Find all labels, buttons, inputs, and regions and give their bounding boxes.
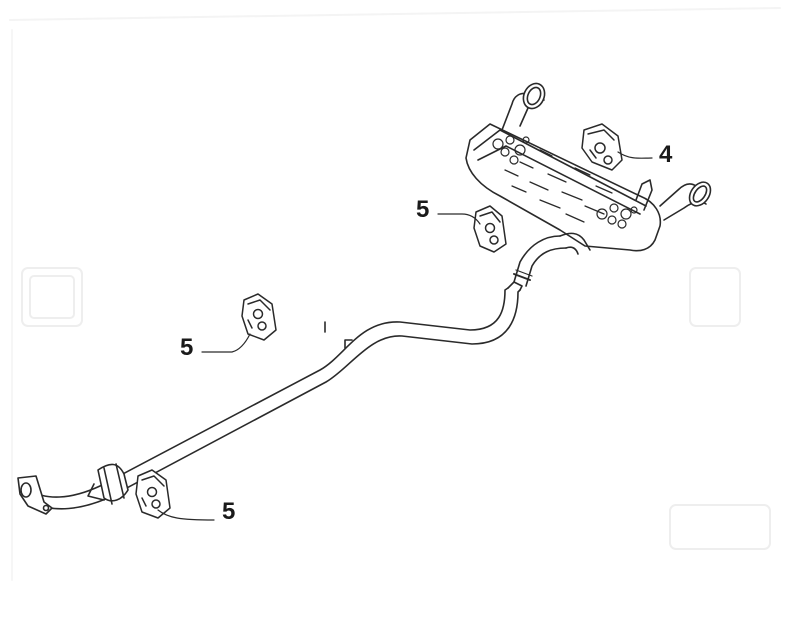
rear-muffler [465, 82, 712, 255]
leader-line-5-lower [157, 509, 215, 521]
callout-5-lower: 5 [222, 498, 236, 525]
callout-5-upper: 5 [416, 196, 430, 223]
rubber-mount-5-lower [135, 469, 171, 519]
rubber-mount-5-upper [473, 205, 507, 253]
rubber-mount-5-middle [241, 293, 277, 341]
leader-line-5-upper [437, 213, 481, 225]
rubber-mount-4 [581, 123, 623, 171]
callout-4: 4 [659, 141, 673, 168]
leader-line-5-middle [201, 333, 251, 353]
exhaust-pipe [17, 235, 567, 515]
faint-background-parts [9, 7, 781, 581]
leader-lines [157, 151, 653, 521]
leader-line-4 [617, 151, 653, 159]
callout-5-middle: 5 [180, 334, 194, 361]
